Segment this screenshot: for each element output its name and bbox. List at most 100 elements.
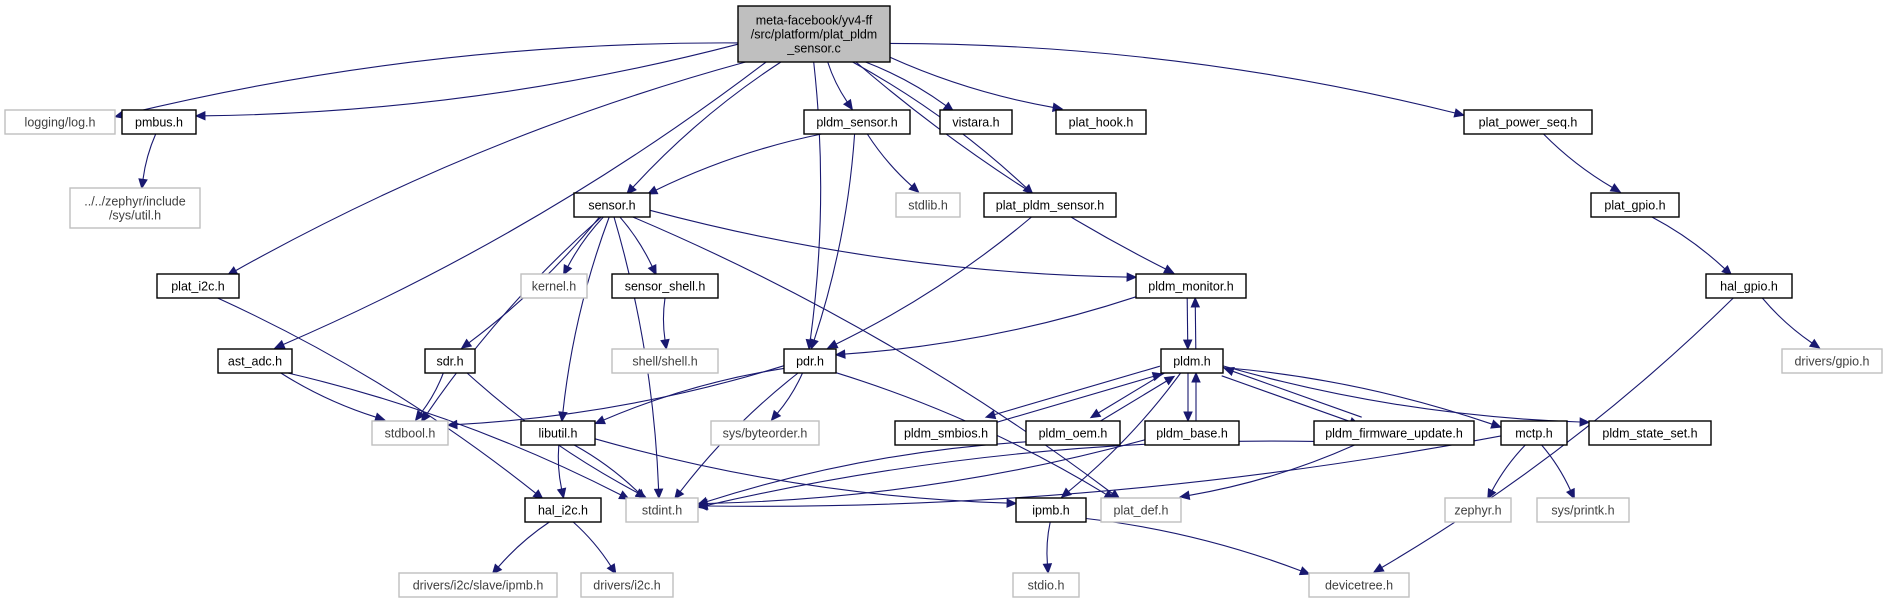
node-pldm-state-set[interactable]: pldm_state_set.h — [1588, 420, 1712, 446]
node-pmbus[interactable]: pmbus.h — [121, 109, 197, 135]
edge-arrowhead — [809, 338, 819, 350]
node-pldm-sensor[interactable]: pldm_sensor.h — [803, 109, 911, 135]
node-plat-gpio[interactable]: plat_gpio.h — [1590, 192, 1680, 218]
node-pdr[interactable]: pdr.h — [783, 348, 837, 374]
edge-arrowhead — [826, 339, 839, 349]
node-label: plat_i2c.h — [171, 280, 225, 294]
edge-pldm-sensor-to-sensor — [646, 133, 822, 195]
edge-line — [1232, 370, 1362, 418]
edge-line — [1094, 380, 1167, 425]
node-box — [783, 348, 837, 374]
node-ast-adc[interactable]: ast_adc.h — [217, 348, 293, 374]
node-label: stdio.h — [1028, 579, 1065, 593]
node-sensor[interactable]: sensor.h — [573, 192, 651, 218]
node-box — [371, 420, 449, 446]
edge-arrowhead — [908, 182, 920, 194]
edge-arrowhead — [460, 338, 473, 349]
node-shell[interactable]: shell/shell.h — [611, 348, 719, 374]
edge-arrowhead — [1042, 563, 1053, 575]
node-plat-i2c[interactable]: plat_i2c.h — [156, 273, 240, 299]
node-devicetree[interactable]: devicetree.h — [1308, 572, 1410, 598]
edge-arrowhead — [563, 264, 573, 276]
edge-arrowhead — [618, 490, 630, 500]
edge-root-to-pldm-monitor — [855, 61, 1175, 274]
node-box — [710, 420, 820, 446]
node-box — [625, 497, 699, 523]
edge-line — [1543, 133, 1613, 188]
node-box — [1313, 420, 1475, 446]
node-kernel[interactable]: kernel.h — [520, 273, 588, 299]
edge-line — [1194, 306, 1197, 349]
edge-line — [283, 61, 767, 346]
node-pldm-fw[interactable]: pldm_firmware_update.h — [1313, 420, 1475, 446]
node-pldm-oem[interactable]: pldm_oem.h — [1025, 420, 1121, 446]
node-label: drivers/i2c/slave/ipmb.h — [413, 579, 544, 593]
node-box — [1444, 497, 1512, 523]
node-label: ipmb.h — [1032, 504, 1070, 518]
node-mctp[interactable]: mctp.h — [1500, 420, 1568, 446]
node-label: pldm_sensor.h — [816, 116, 897, 130]
node-drivers-gpio[interactable]: drivers/gpio.h — [1781, 348, 1883, 374]
node-plat-power-seq[interactable]: plat_power_seq.h — [1463, 109, 1593, 135]
node-util[interactable]: ../../zephyr/include/sys/util.h — [69, 187, 201, 229]
header-nodes: meta-facebook/yv4-ff/src/platform/plat_p… — [4, 5, 1883, 598]
node-pldm[interactable]: pldm.h — [1160, 348, 1224, 374]
node-vistara[interactable]: vistara.h — [939, 109, 1013, 135]
node-drivers-i2c-slave[interactable]: drivers/i2c/slave/ipmb.h — [398, 572, 558, 598]
edge-root-to-pmbus — [194, 43, 739, 121]
node-box — [1015, 497, 1087, 523]
edge-arrowhead — [594, 415, 606, 425]
node-label: zephyr.h — [1454, 504, 1501, 518]
node-hal-i2c[interactable]: hal_i2c.h — [524, 497, 602, 523]
node-plat-def[interactable]: plat_def.h — [1100, 497, 1182, 523]
node-drivers-i2c[interactable]: drivers/i2c.h — [580, 572, 674, 598]
node-plat-pldm-sensor[interactable]: plat_pldm_sensor.h — [983, 192, 1117, 218]
node-pldm-base[interactable]: pldm_base.h — [1144, 420, 1240, 446]
node-stdlib[interactable]: stdlib.h — [895, 192, 961, 218]
edge-arrowhead — [842, 98, 853, 111]
node-log[interactable]: logging/log.h — [4, 109, 116, 135]
node-stdint[interactable]: stdint.h — [625, 497, 699, 523]
node-printk[interactable]: sys/printk.h — [1536, 497, 1630, 523]
node-libutil[interactable]: libutil.h — [520, 420, 596, 446]
edge-line — [987, 375, 1154, 426]
edge-arrowhead — [646, 185, 659, 195]
node-box — [611, 273, 719, 299]
edge-root-to-plat-hook — [889, 56, 1064, 112]
edge-ipmb-to-stdio — [1042, 521, 1053, 575]
edge-arrowhead — [1565, 487, 1575, 500]
node-pldm-smbios[interactable]: pldm_smbios.h — [894, 420, 998, 446]
node-sdr[interactable]: sdr.h — [424, 348, 476, 374]
edge-mctp-to-stdint — [696, 435, 1502, 511]
node-ipmb[interactable]: ipmb.h — [1015, 497, 1087, 523]
node-label: pldm_oem.h — [1039, 427, 1108, 441]
edge-arrowhead — [1490, 419, 1502, 429]
edge-line — [1188, 444, 1355, 496]
edge-line — [217, 297, 537, 494]
edge-arrowhead — [1579, 417, 1591, 427]
edge-pldm-to-mctp — [1222, 366, 1502, 429]
edge-line — [835, 216, 1032, 345]
node-box — [156, 273, 240, 299]
node-root[interactable]: meta-facebook/yv4-ff/src/platform/plat_p… — [737, 5, 891, 63]
node-label: sys/printk.h — [1551, 504, 1614, 518]
node-plat-hook[interactable]: plat_hook.h — [1055, 109, 1147, 135]
edge-pldm-to-pldm-oem — [1089, 369, 1171, 419]
node-zephyr[interactable]: zephyr.h — [1444, 497, 1512, 523]
edge-line — [619, 216, 653, 267]
edge-sensor-to-kernel — [563, 216, 604, 276]
edge-arrowhead — [984, 409, 997, 420]
edge-arrowhead — [194, 111, 206, 121]
edge-arrowhead — [1721, 264, 1733, 276]
node-byteorder[interactable]: sys/byteorder.h — [710, 420, 820, 446]
edge-arrowhead — [1182, 339, 1193, 351]
node-box — [121, 109, 197, 135]
node-stdio[interactable]: stdio.h — [1012, 572, 1080, 598]
node-stdbool[interactable]: stdbool.h — [371, 420, 449, 446]
edge-root-to-pldm-sensor — [827, 61, 853, 111]
node-sensor-shell[interactable]: sensor_shell.h — [611, 273, 719, 299]
node-hal-gpio[interactable]: hal_gpio.h — [1705, 273, 1793, 299]
node-label: stdbool.h — [385, 427, 436, 441]
node-label: devicetree.h — [1325, 579, 1393, 593]
node-pldm-monitor[interactable]: pldm_monitor.h — [1135, 273, 1247, 299]
